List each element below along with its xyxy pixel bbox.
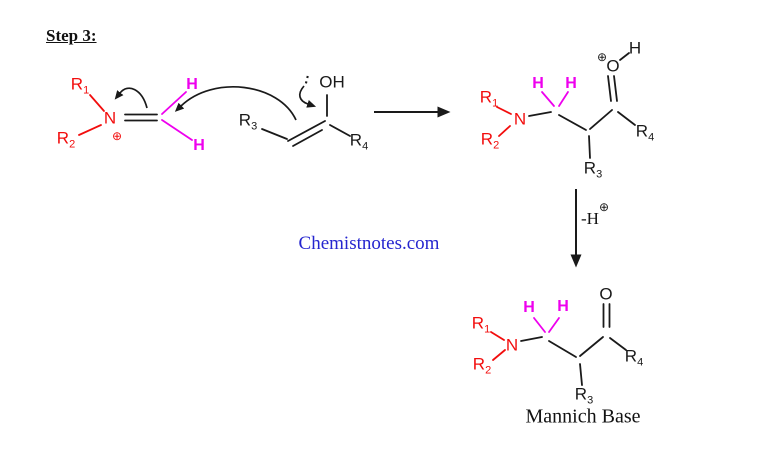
iminium-h-top-label: H (186, 76, 198, 93)
product-oxygen-label: O (599, 284, 613, 304)
product-h-left-label: H (523, 299, 535, 316)
intermediate-h-right-label: H (565, 75, 577, 92)
product-r2-base: R (472, 354, 486, 374)
bond-int-c3-r4 (617, 111, 636, 126)
product-r4-base: R (624, 346, 638, 366)
bond-r2-n (78, 124, 102, 136)
bond-int-c1-c2 (558, 114, 587, 131)
intermediate-r2-subscript: 2 (493, 139, 500, 152)
bond-int-c2-r3 (588, 135, 591, 159)
electron-arrow-pi-to-nitrogen (114, 87, 148, 109)
bond-prod-c1-h-left (533, 317, 546, 333)
watermark-text[interactable]: Chemistnotes.com (298, 233, 440, 254)
product-r3-base: R (574, 384, 588, 404)
enol-r3-subscript: 3 (251, 120, 258, 133)
intermediate-r1-subscript: 1 (492, 97, 499, 110)
intermediate-nitrogen-label: N (513, 109, 527, 129)
intermediate-r1-base: R (479, 87, 493, 107)
iminium-r1-base: R (70, 74, 84, 94)
product-r4-subscript: 4 (637, 356, 644, 369)
product-r2-subscript: 2 (485, 364, 492, 377)
product-r1-subscript: 1 (484, 323, 491, 336)
bond-int-c3-o-double-2 (613, 75, 618, 102)
bond-r1-n (89, 94, 105, 112)
intermediate-r4-base: R (635, 121, 649, 141)
intermediate-oxygen-label: O (606, 56, 620, 76)
intermediate-r1-label: R1 (480, 88, 498, 109)
iminium-r1-label: R1 (71, 75, 89, 96)
bond-c-r4 (329, 124, 351, 137)
product-r1-base: R (471, 313, 485, 333)
bond-prod-c1-c2 (548, 340, 577, 358)
bond-int-n-c1 (528, 111, 552, 117)
iminium-h-bottom-label: H (193, 137, 205, 154)
enol-oh-label: OH (319, 72, 345, 92)
bond-c-h-bottom (161, 119, 193, 141)
iminium-nitrogen-label: N (103, 108, 117, 128)
intermediate-r2-label: R2 (481, 130, 499, 151)
iminium-r2-subscript: 2 (69, 138, 76, 151)
iminium-r2-label: R2 (57, 129, 75, 150)
bond-prod-c1-h-right (548, 317, 560, 333)
enol-r3-base: R (238, 110, 252, 130)
enol-r3-label: R3 (239, 111, 257, 132)
bond-int-o-h (619, 52, 630, 61)
bond-c-c-double-1 (287, 120, 326, 142)
product-r3-subscript: 3 (587, 394, 594, 407)
product-r2-label: R2 (473, 355, 491, 376)
iminium-r2-base: R (56, 128, 70, 148)
product-caption: Mannich Base (525, 405, 641, 428)
intermediate-r4-subscript: 4 (648, 131, 655, 144)
bond-prod-c2-c3 (579, 336, 604, 357)
intermediate-oh-hydrogen-label: H (628, 38, 642, 58)
minus-h-label: -H (581, 209, 599, 228)
electron-arrow-lone-pair-to-bond (298, 85, 317, 108)
intermediate-r3-label: R3 (584, 159, 602, 180)
bond-int-c2-c3 (589, 109, 613, 130)
product-nitrogen-label: N (505, 335, 519, 355)
bond-c-c-double-2 (292, 129, 323, 147)
intermediate-r2-base: R (480, 129, 494, 149)
enol-r4-subscript: 4 (362, 140, 369, 153)
product-r3-label: R3 (575, 385, 593, 406)
bond-prod-r2-n (492, 349, 506, 361)
product-r4-label: R4 (625, 347, 643, 368)
bond-int-c3-o-double-1 (607, 75, 612, 102)
bond-prod-c3-r4 (609, 337, 627, 351)
product-h-right-label: H (557, 298, 569, 315)
intermediate-r3-subscript: 3 (596, 168, 603, 181)
enol-r4-base: R (349, 130, 363, 150)
intermediate-r3-base: R (583, 158, 597, 178)
minus-h-plus-charge-icon: ⊕ (598, 200, 610, 214)
enol-r4-label: R4 (350, 131, 368, 152)
iminium-plus-charge-icon: ⊕ (111, 129, 123, 143)
intermediate-oxygen-plus-charge-icon: ⊕ (596, 50, 608, 64)
intermediate-h-left-label: H (532, 75, 544, 92)
bond-int-r2-n (498, 125, 511, 137)
bond-prod-n-c1 (520, 336, 543, 342)
bond-r3-c (261, 128, 288, 140)
bond-c-h-top (161, 91, 187, 115)
intermediate-r4-label: R4 (636, 122, 654, 143)
step-heading: Step 3: (46, 26, 97, 45)
bond-int-r1-n (496, 106, 512, 115)
bond-int-c1-h-right (558, 91, 569, 107)
iminium-r1-subscript: 1 (83, 84, 90, 97)
bond-prod-r1-n (490, 331, 505, 341)
bond-prod-c2-r3 (579, 363, 583, 386)
bond-int-c1-h-left (541, 91, 555, 107)
electron-arrow-enol-to-iminium (174, 86, 297, 121)
product-r1-label: R1 (472, 314, 490, 335)
